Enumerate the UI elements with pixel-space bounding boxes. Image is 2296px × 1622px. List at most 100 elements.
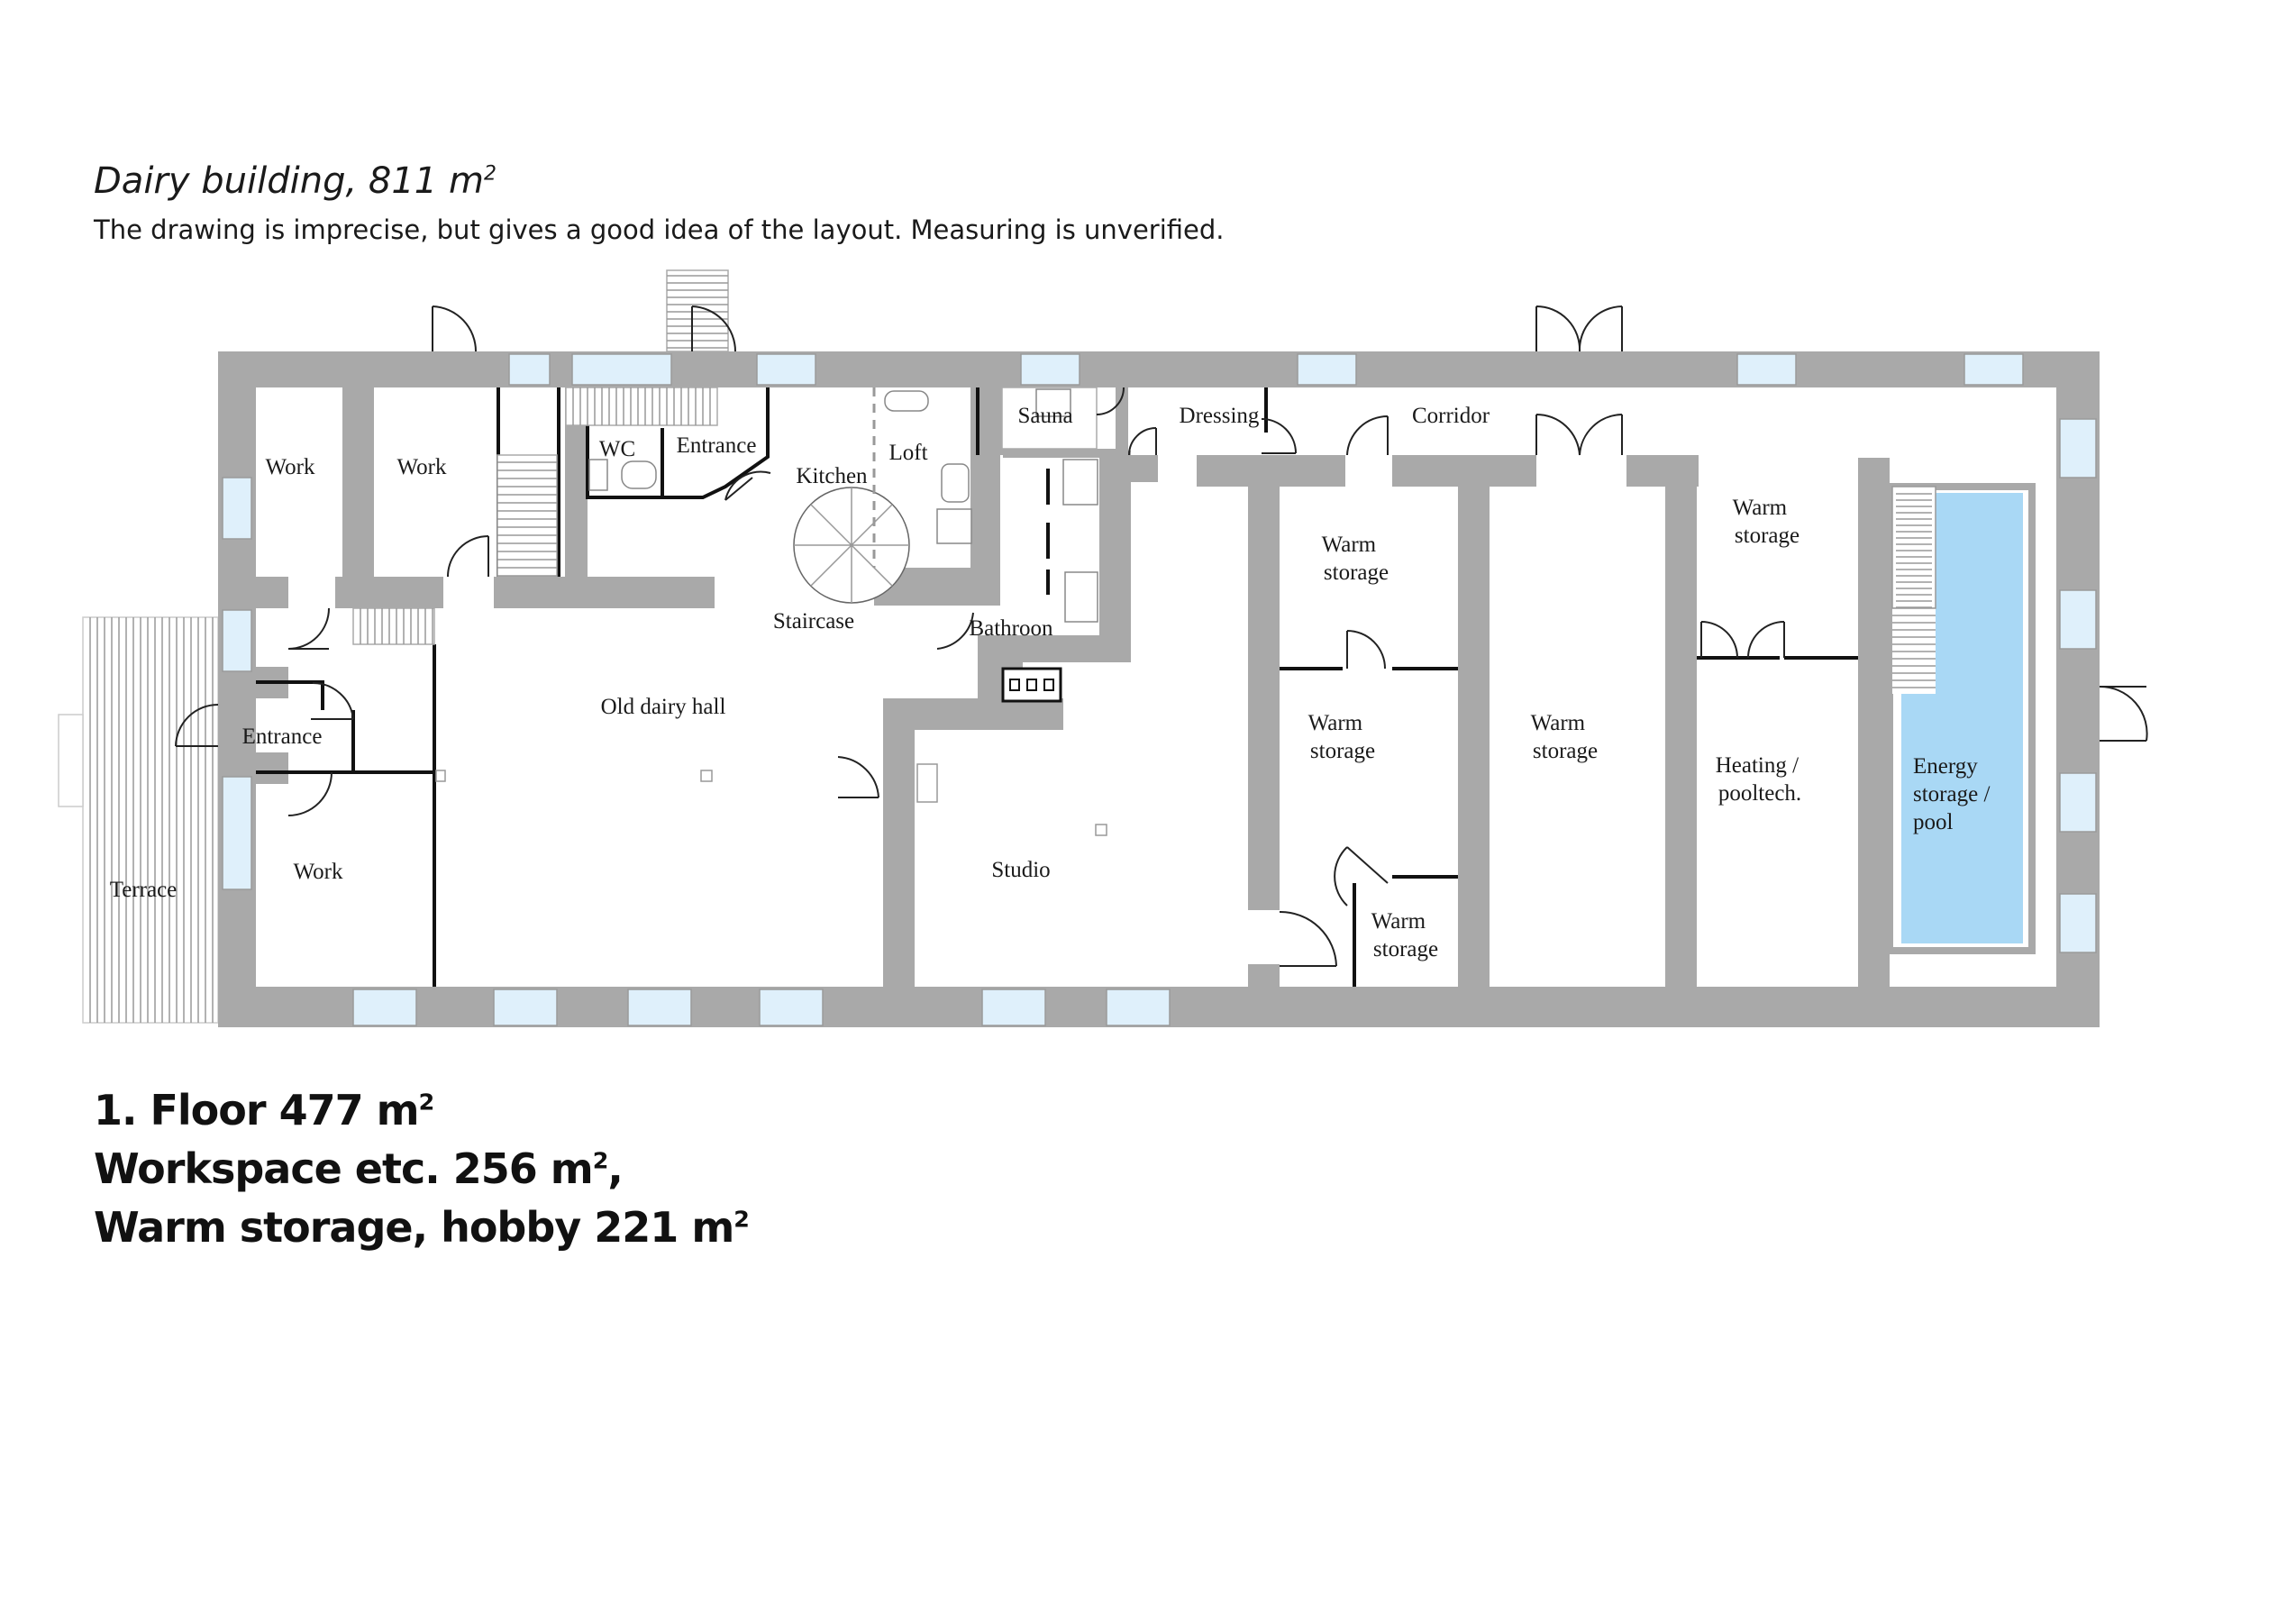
label-line: storage [1310,739,1375,763]
label-line: storage / [1913,782,1990,806]
door-swing [1346,415,1389,456]
door-swing [432,305,478,352]
room-staircase: Staircase [773,609,854,633]
room-warm-storage-e: Warm storage [1733,496,1799,548]
fixtures [435,388,1107,836]
door-swing [1700,621,1785,659]
window [627,989,692,1026]
door-swing [1096,387,1125,415]
room-entrance-left: Entrance [242,724,323,749]
stove [936,508,972,544]
summary-line-1: 1. Floor 477 m [94,1086,420,1134]
window [352,989,417,1026]
label-line: Warm [1733,496,1788,520]
window [759,989,824,1026]
window [1963,353,2024,386]
label-line: storage [1533,739,1598,763]
page-title: Dairy building, 811 m2 [94,160,497,202]
door-swing [1334,846,1389,907]
window [508,353,551,386]
room-labels: Work Work WC Entrance Kitchen Loft Sauna… [110,404,1996,961]
door-swing [175,704,219,747]
wc-toilet [621,460,657,489]
room-loft: Loft [888,441,927,465]
label-line: storage [1373,937,1438,961]
doors [175,305,2148,967]
wc-basin [588,459,608,491]
room-work-2: Work [397,455,447,479]
label-line: storage [1324,560,1389,585]
door-swing [936,612,974,650]
window [493,989,558,1026]
door-swing [1535,413,1623,456]
door-swing [2099,685,2148,742]
door-swing [1346,630,1386,670]
sauna-heater [1035,388,1071,417]
window [571,353,672,386]
room-warm-storage-d: Warm storage [1531,711,1598,763]
window [1736,353,1797,386]
room-warm-storage-b: Warm storage [1308,711,1375,763]
terrace-deck [58,616,219,1024]
room-old-dairy-hall: Old dairy hall [601,695,726,719]
door-swing [1128,427,1157,456]
summary-workspace-area: Workspace etc. 256 m2, [94,1144,624,1193]
room-sauna: Sauna [1017,404,1072,428]
room-heating-pooltech: Heating / pooltech. [1716,753,1805,806]
label-line: Energy [1913,754,1978,779]
label-line: pool [1913,810,1954,834]
room-warm-storage-c: Warm storage [1371,909,1438,961]
room-studio: Studio [991,858,1050,882]
room-corridor: Corridor [1412,404,1490,428]
kitchen-sink [941,463,970,503]
window [981,989,1046,1026]
room-bathroom: Bathroon [969,616,1053,641]
door-swing [1261,418,1297,454]
room-energy-storage-pool: Energy storage / pool [1913,754,1996,834]
stairs [352,269,1936,688]
window [2059,772,2097,833]
window [222,609,252,672]
door-swing [691,305,737,352]
column-marker [700,770,713,782]
outer-walls [218,351,2100,1027]
door-swing [1279,910,1337,967]
title-text: Dairy building, 811 m [94,160,484,202]
room-dressing: Dressing [1180,404,1260,428]
door-swing [837,756,879,798]
label-line: storage [1735,524,1799,548]
room-terrace: Terrace [110,878,178,902]
window [2059,418,2097,478]
label-line: Warm [1322,533,1377,557]
window [2059,589,2097,650]
windows [222,353,2097,1026]
summary-warm-storage-area: Warm storage, hobby 221 m2 [94,1203,750,1252]
room-warm-storage-a: Warm storage [1322,533,1389,585]
summary-line-2-suffix: , [607,1144,624,1193]
label-line: Heating / [1716,753,1799,778]
window [222,776,252,890]
summary-line-3: Warm storage, hobby 221 m [94,1203,734,1252]
bath-sink [1064,571,1098,623]
window [1020,353,1080,386]
disclaimer-note: The drawing is imprecise, but gives a go… [94,214,1225,245]
bathtub [884,390,929,412]
label-line: Warm [1531,711,1586,735]
summary-line-3-sup: 2 [733,1206,750,1233]
column-marker [435,770,446,782]
door-swing [287,771,333,816]
summary-line-2-sup: 2 [592,1147,609,1174]
summary-floor-area: 1. Floor 477 m2 [94,1086,434,1134]
window [756,353,816,386]
label-line: Warm [1371,909,1426,934]
door-swing [287,607,330,650]
shower [1062,459,1098,506]
room-work-3: Work [294,860,343,884]
window [2059,893,2097,953]
door-swing [447,535,489,578]
label-line: pooltech. [1718,781,1801,806]
door-swing [1535,305,1623,352]
door-swing [724,470,771,501]
window [1297,353,1357,386]
